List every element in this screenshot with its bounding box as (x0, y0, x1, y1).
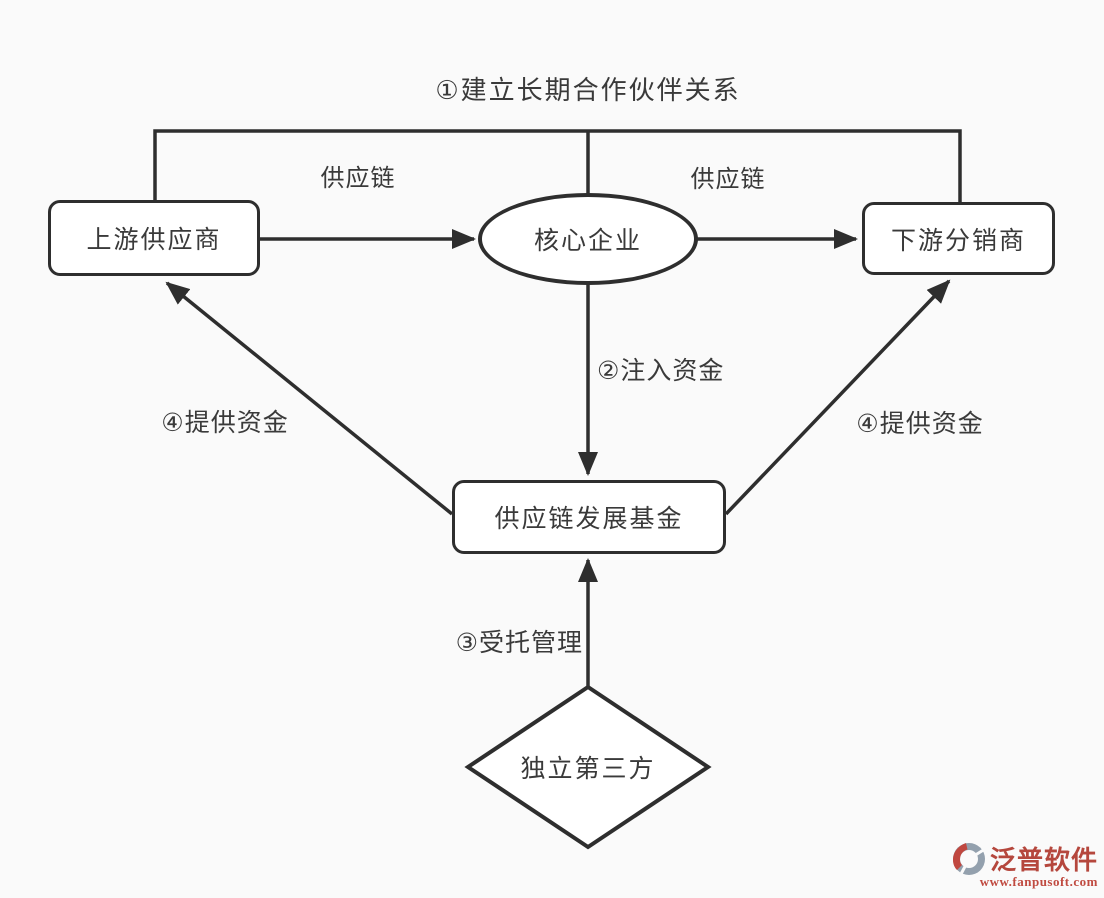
node-supply-chain-fund: 供应链发展基金 (452, 480, 726, 554)
fanpusoft-watermark: 泛普软件 www.fanpusoft.com (951, 840, 1098, 890)
node-downstream-distributor: 下游分销商 (862, 202, 1055, 275)
partnership-bracket (153, 129, 962, 204)
watermark-brand: 泛普软件 (989, 845, 1098, 875)
arrow-fund-to-upstream (165, 281, 454, 516)
edge-label-inject-funds: ②注入资金 (597, 357, 725, 385)
node-core-enterprise: 核心企业 (478, 193, 698, 285)
edge-label-supply-chain-right: 供应链 (690, 166, 766, 193)
edge-label-entrusted-management: ③受托管理 (455, 629, 583, 657)
connector-group (153, 129, 962, 850)
node-upstream-supplier: 上游供应商 (48, 200, 260, 276)
edge-label-provide-funds-left: ④提供资金 (161, 409, 289, 437)
node-upstream-supplier-label: 上游供应商 (86, 226, 222, 254)
edge-label-provide-funds-right: ④提供资金 (856, 410, 984, 438)
node-core-enterprise-label: 核心企业 (533, 227, 642, 255)
watermark-row: 泛普软件 (951, 840, 1098, 877)
node-independent-third-party-shape (464, 684, 712, 850)
edge-label-supply-chain-left: 供应链 (320, 165, 396, 192)
watermark-url: www.fanpusoft.com (979, 874, 1098, 889)
node-independent-third-party-label: 独立第三方 (520, 755, 656, 783)
fanpu-logo-icon (952, 842, 986, 875)
arrow-fund-to-downstream (724, 279, 951, 516)
node-supply-chain-fund-label: 供应链发展基金 (494, 505, 684, 533)
diagram-title: ①建立长期合作伙伴关系 (435, 75, 741, 105)
node-downstream-distributor-label: 下游分销商 (890, 226, 1026, 255)
